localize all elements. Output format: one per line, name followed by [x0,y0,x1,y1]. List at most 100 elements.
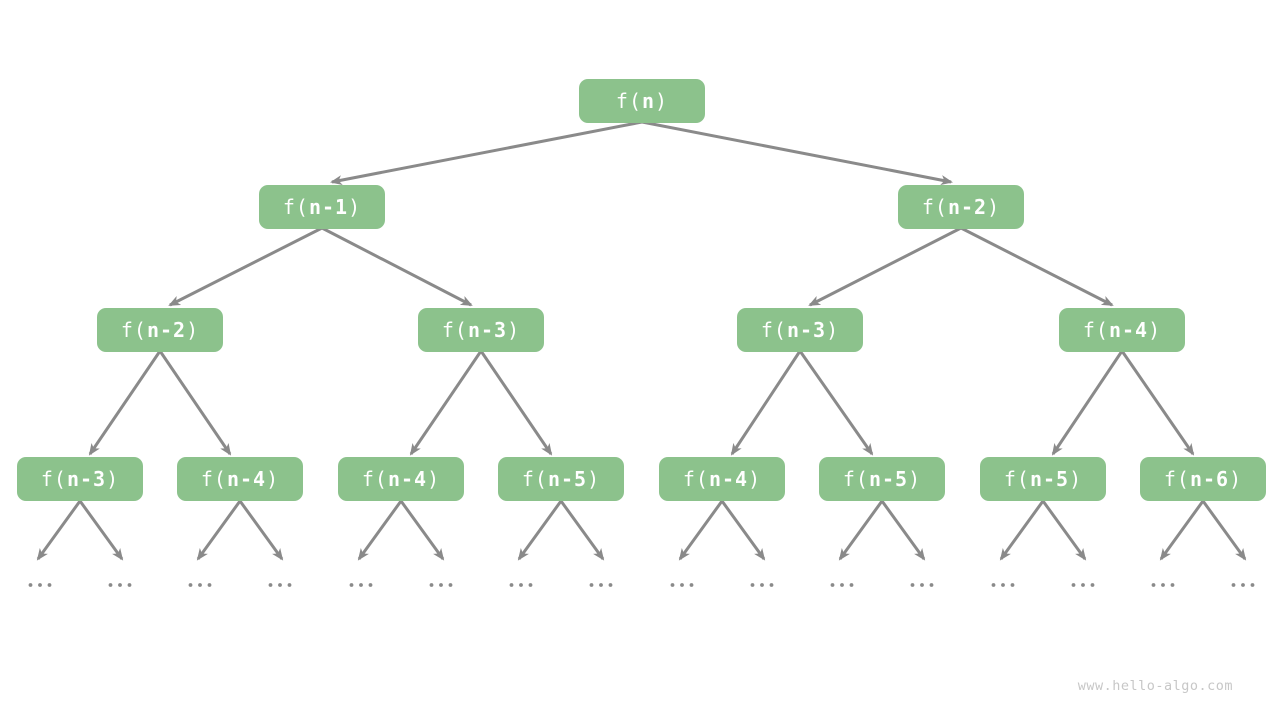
node-label-suffix: ) [266,467,280,491]
ellipsis-dot [1250,583,1255,587]
ellipsis-dot [429,583,434,587]
ellipsis-dot [47,583,52,587]
tree-node-level3-9: f(n-4) [338,457,464,501]
ellipsis-dot [680,583,684,587]
ellipsis-dot [207,583,212,587]
ellipsis-dot [608,583,613,587]
ellipsis [509,583,533,587]
ellipsis-dot [1071,583,1076,587]
ellipsis-dot [509,583,514,587]
ellipsis [268,583,292,587]
edge-arrow-0-2 [641,120,953,186]
tree-node-level3-13: f(n-5) [980,457,1106,501]
edge-arrow-3-8 [158,350,232,456]
node-label-argument: n-5 [868,467,909,491]
ellipsis-dot [910,583,915,587]
ellipsis-dot [439,583,443,587]
edge-arrow-0-1 [330,120,643,186]
edge-arrow-leaf-14-right [1201,500,1247,561]
node-label-argument: n-1 [308,195,349,219]
node-label-suffix: ) [987,195,1001,219]
edge-arrow-2-5 [808,226,962,307]
edge-arrow-leaf-8-right [238,500,284,561]
node-label-suffix: ) [1069,467,1083,491]
ellipsis-dot [368,583,373,587]
node-label-argument: n-4 [387,467,428,491]
node-label-prefix: f( [282,195,309,219]
node-label-suffix: ) [507,318,521,342]
tree-node-level0-0: f(n) [579,79,705,123]
node-label-suffix: ) [655,89,669,113]
ellipsis [589,583,613,587]
node-label-prefix: f( [200,467,227,491]
ellipsis-dot [287,583,292,587]
ellipsis [188,583,212,587]
ellipsis [108,583,132,587]
node-label-prefix: f( [682,467,709,491]
ellipsis-dot [28,583,33,587]
edge-arrow-4-10 [479,350,553,456]
tree-node-level2-5: f(n-3) [737,308,863,352]
ellipsis-dot [670,583,675,587]
node-label-argument: n-4 [708,467,749,491]
ellipsis [830,583,854,587]
node-label-prefix: f( [1163,467,1190,491]
ellipsis [429,583,453,587]
node-label-suffix: ) [1148,318,1162,342]
node-label-prefix: f( [1003,467,1030,491]
node-label-suffix: ) [1229,467,1243,491]
ellipsis-dot [1081,583,1085,587]
edge-arrow-leaf-11-right [720,500,766,561]
ellipsis-dot [359,583,363,587]
node-label-prefix: f( [842,467,869,491]
ellipsis [28,583,52,587]
ellipsis-dot [991,583,996,587]
ellipsis-dot [589,583,594,587]
node-label-suffix: ) [587,467,601,491]
edge-arrow-leaf-9-right [399,500,445,561]
edge-arrow-leaf-11-left [678,500,724,561]
ellipsis-dot [849,583,854,587]
ellipsis-dot [1001,583,1005,587]
edge-arrow-4-9 [409,350,483,456]
ellipsis-dot [1241,583,1245,587]
node-label-argument: n-2 [947,195,988,219]
ellipsis-dot [519,583,523,587]
tree-node-level3-11: f(n-4) [659,457,785,501]
edge-arrow-1-4 [321,226,473,307]
node-label-suffix: ) [348,195,362,219]
ellipsis-dot [689,583,694,587]
ellipsis-dot [760,583,764,587]
ellipsis-dot [1170,583,1175,587]
edge-arrow-leaf-13-left [999,500,1045,561]
ellipsis-dot [127,583,132,587]
node-label-prefix: f( [760,318,787,342]
node-label-argument: n-3 [786,318,827,342]
tree-node-level3-12: f(n-5) [819,457,945,501]
tree-node-level2-6: f(n-4) [1059,308,1185,352]
node-label-prefix: f( [120,318,147,342]
edge-arrow-leaf-9-left [357,500,403,561]
ellipsis-dot [920,583,924,587]
tree-node-level1-1: f(n-1) [259,185,385,229]
node-label-argument: n-2 [146,318,187,342]
tree-node-level1-2: f(n-2) [898,185,1024,229]
ellipsis-dot [840,583,844,587]
ellipsis [1071,583,1095,587]
ellipsis [991,583,1015,587]
ellipsis-dot [118,583,122,587]
ellipsis-dot [1090,583,1095,587]
node-label-suffix: ) [826,318,840,342]
node-label-argument: n-6 [1189,467,1230,491]
node-label-suffix: ) [106,467,120,491]
tree-node-level2-4: f(n-3) [418,308,544,352]
node-label-prefix: f( [521,467,548,491]
ellipsis [750,583,774,587]
tree-node-level3-8: f(n-4) [177,457,303,501]
node-label-argument: n-5 [1029,467,1070,491]
tree-node-level3-14: f(n-6) [1140,457,1266,501]
ellipsis-dot [198,583,202,587]
edge-arrow-2-6 [960,226,1114,307]
